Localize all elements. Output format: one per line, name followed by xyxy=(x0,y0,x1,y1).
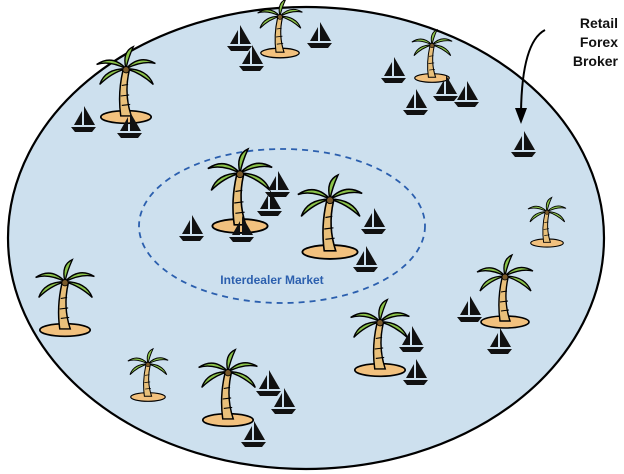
retail-forex-broker-callout: Retail Forex Broker xyxy=(548,14,618,71)
callout-arrow-icon xyxy=(515,29,546,124)
callout-line: Broker xyxy=(572,53,618,69)
callout-line: Retail xyxy=(579,15,618,31)
interdealer-ring xyxy=(138,148,426,304)
callout-line: Forex xyxy=(579,34,618,50)
interdealer-market-label: Interdealer Market xyxy=(220,273,324,287)
outer-sea-ellipse xyxy=(6,5,606,471)
